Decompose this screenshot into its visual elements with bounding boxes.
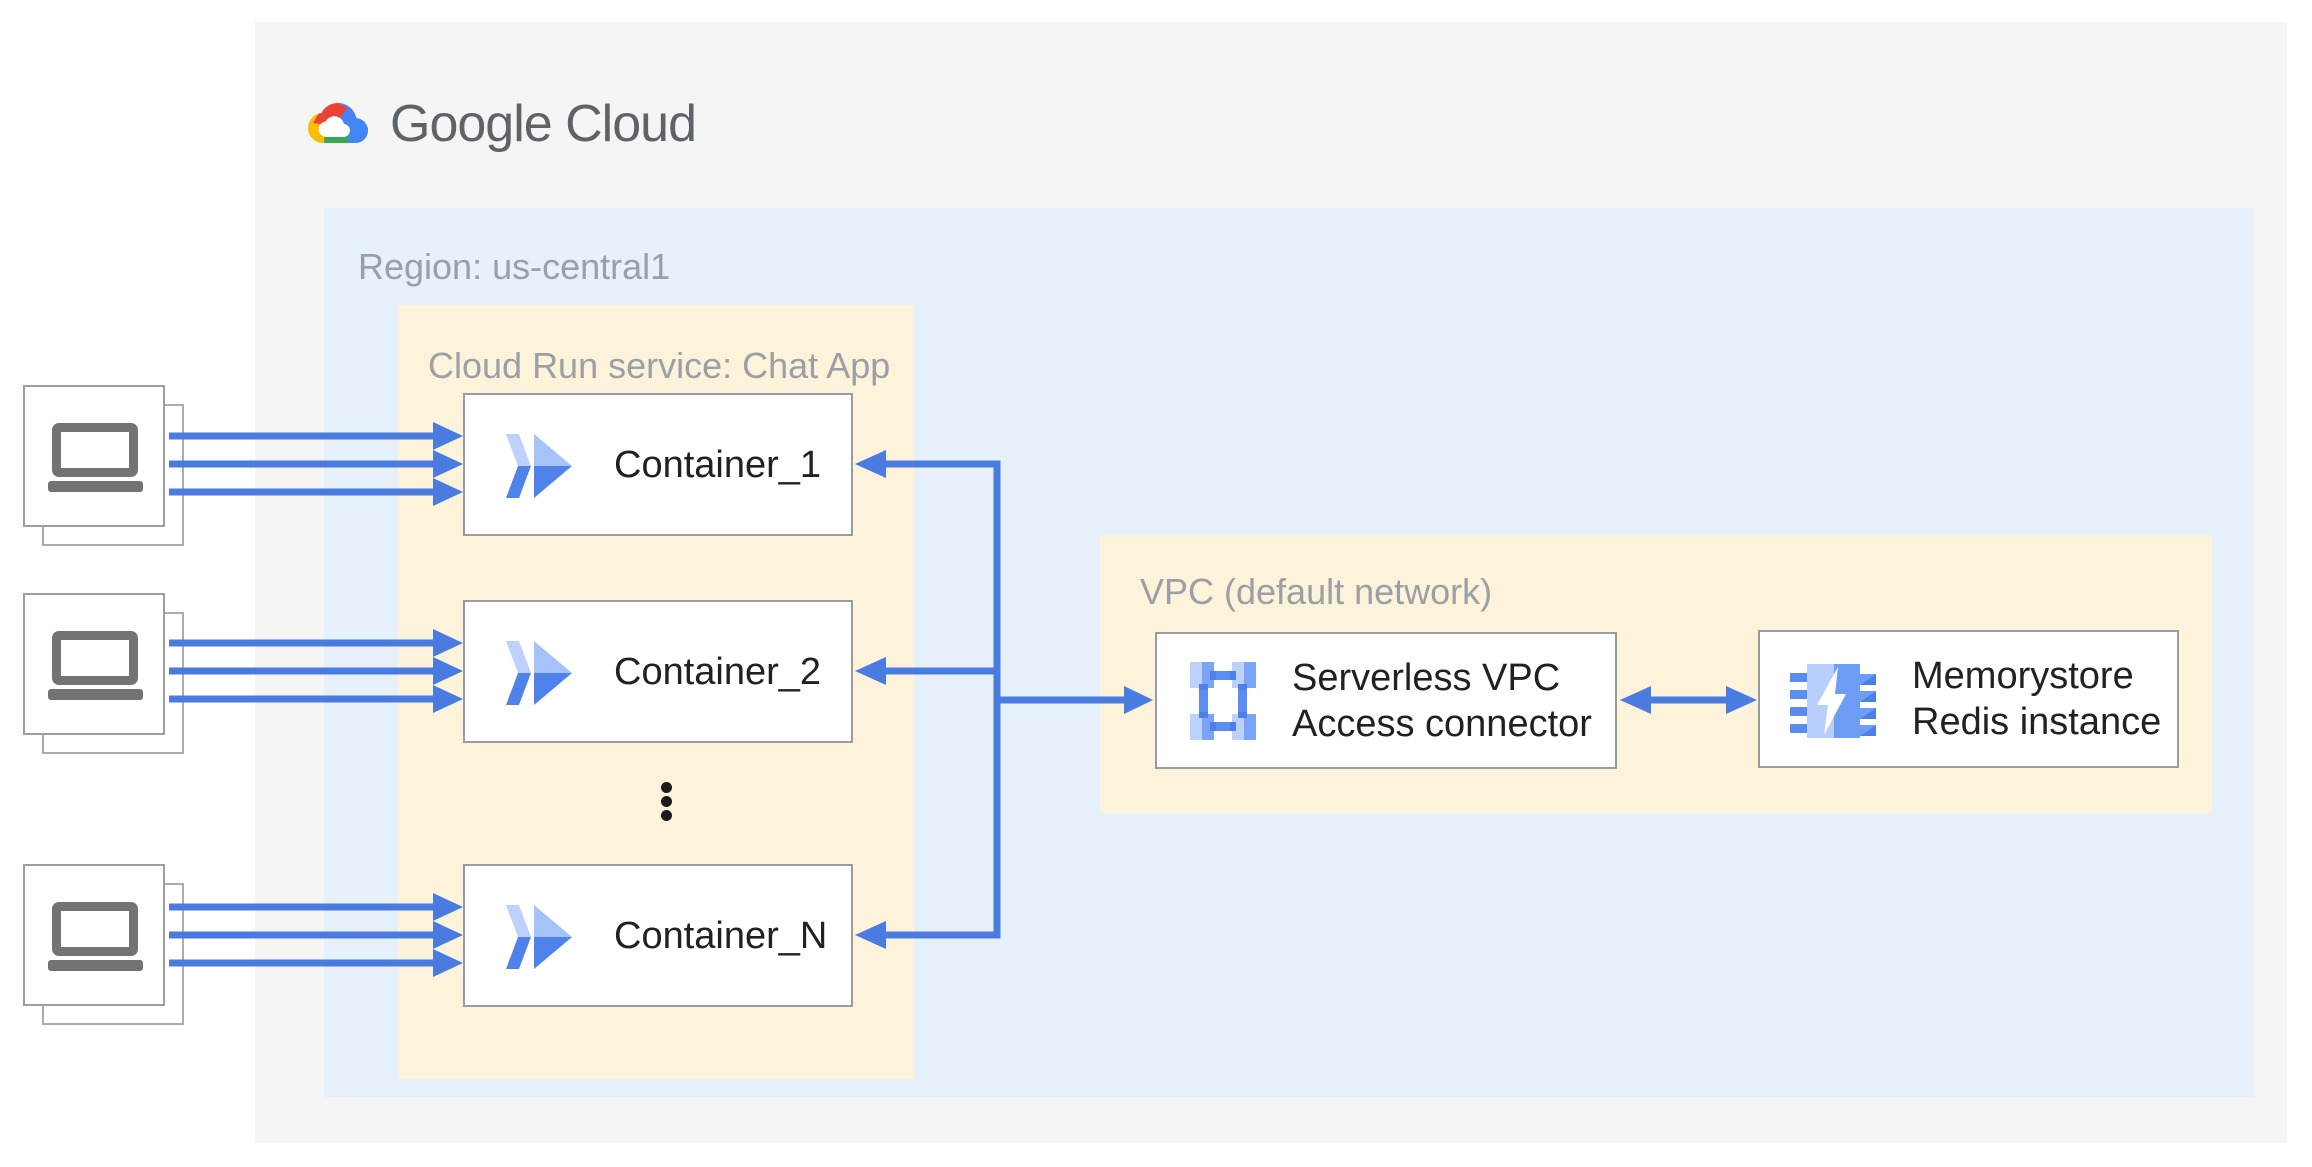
connector-label: Serverless VPC Access connector — [1292, 656, 1592, 745]
memorystore-label: Memorystore Redis instance — [1912, 655, 2162, 743]
client-laptop-1 — [23, 385, 188, 550]
memorystore-redis-icon — [1790, 664, 1876, 738]
ellipsis-dot — [661, 810, 672, 821]
container-2-node: Container_2 — [463, 600, 853, 743]
container-1-node: Container_1 — [463, 393, 853, 536]
vpc-label: VPC (default network) — [1140, 571, 1493, 612]
cloud-run-icon — [506, 905, 572, 969]
vertical-ellipsis — [661, 782, 673, 824]
cloud-run-icon — [506, 434, 572, 498]
laptop-icon — [23, 385, 165, 527]
serverless-vpc-access-connector-node: Serverless VPC Access connector — [1155, 632, 1617, 769]
laptop-screen — [52, 631, 138, 685]
laptop-icon — [23, 864, 165, 1006]
container-1-label: Container_1 — [614, 443, 822, 486]
cloud-run-service-label: Cloud Run service: Chat App — [428, 345, 891, 386]
client-laptop-2 — [23, 593, 188, 758]
laptop-base — [48, 960, 143, 971]
laptop-base — [48, 689, 143, 700]
container-n-node: Container_N — [463, 864, 853, 1007]
google-cloud-wordmark: Google Cloud — [390, 95, 697, 153]
region-label: Region: us-central1 — [358, 246, 671, 287]
memorystore-redis-node: Memorystore Redis instance — [1758, 630, 2179, 768]
laptop-screen — [52, 423, 138, 477]
google-cloud-brand: Google Cloud — [301, 93, 697, 155]
google-cloud-logo-icon — [308, 102, 368, 143]
container-n-label: Container_N — [614, 914, 828, 957]
laptop-icon — [23, 593, 165, 735]
ellipsis-dot — [661, 796, 672, 807]
laptop-base — [48, 481, 143, 492]
laptop-screen — [52, 902, 138, 956]
cloud-run-icon — [506, 641, 572, 705]
client-laptop-3 — [23, 864, 188, 1029]
container-2-label: Container_2 — [614, 650, 822, 693]
ellipsis-dot — [661, 782, 672, 793]
serverless-vpc-access-connector-icon — [1190, 662, 1256, 740]
